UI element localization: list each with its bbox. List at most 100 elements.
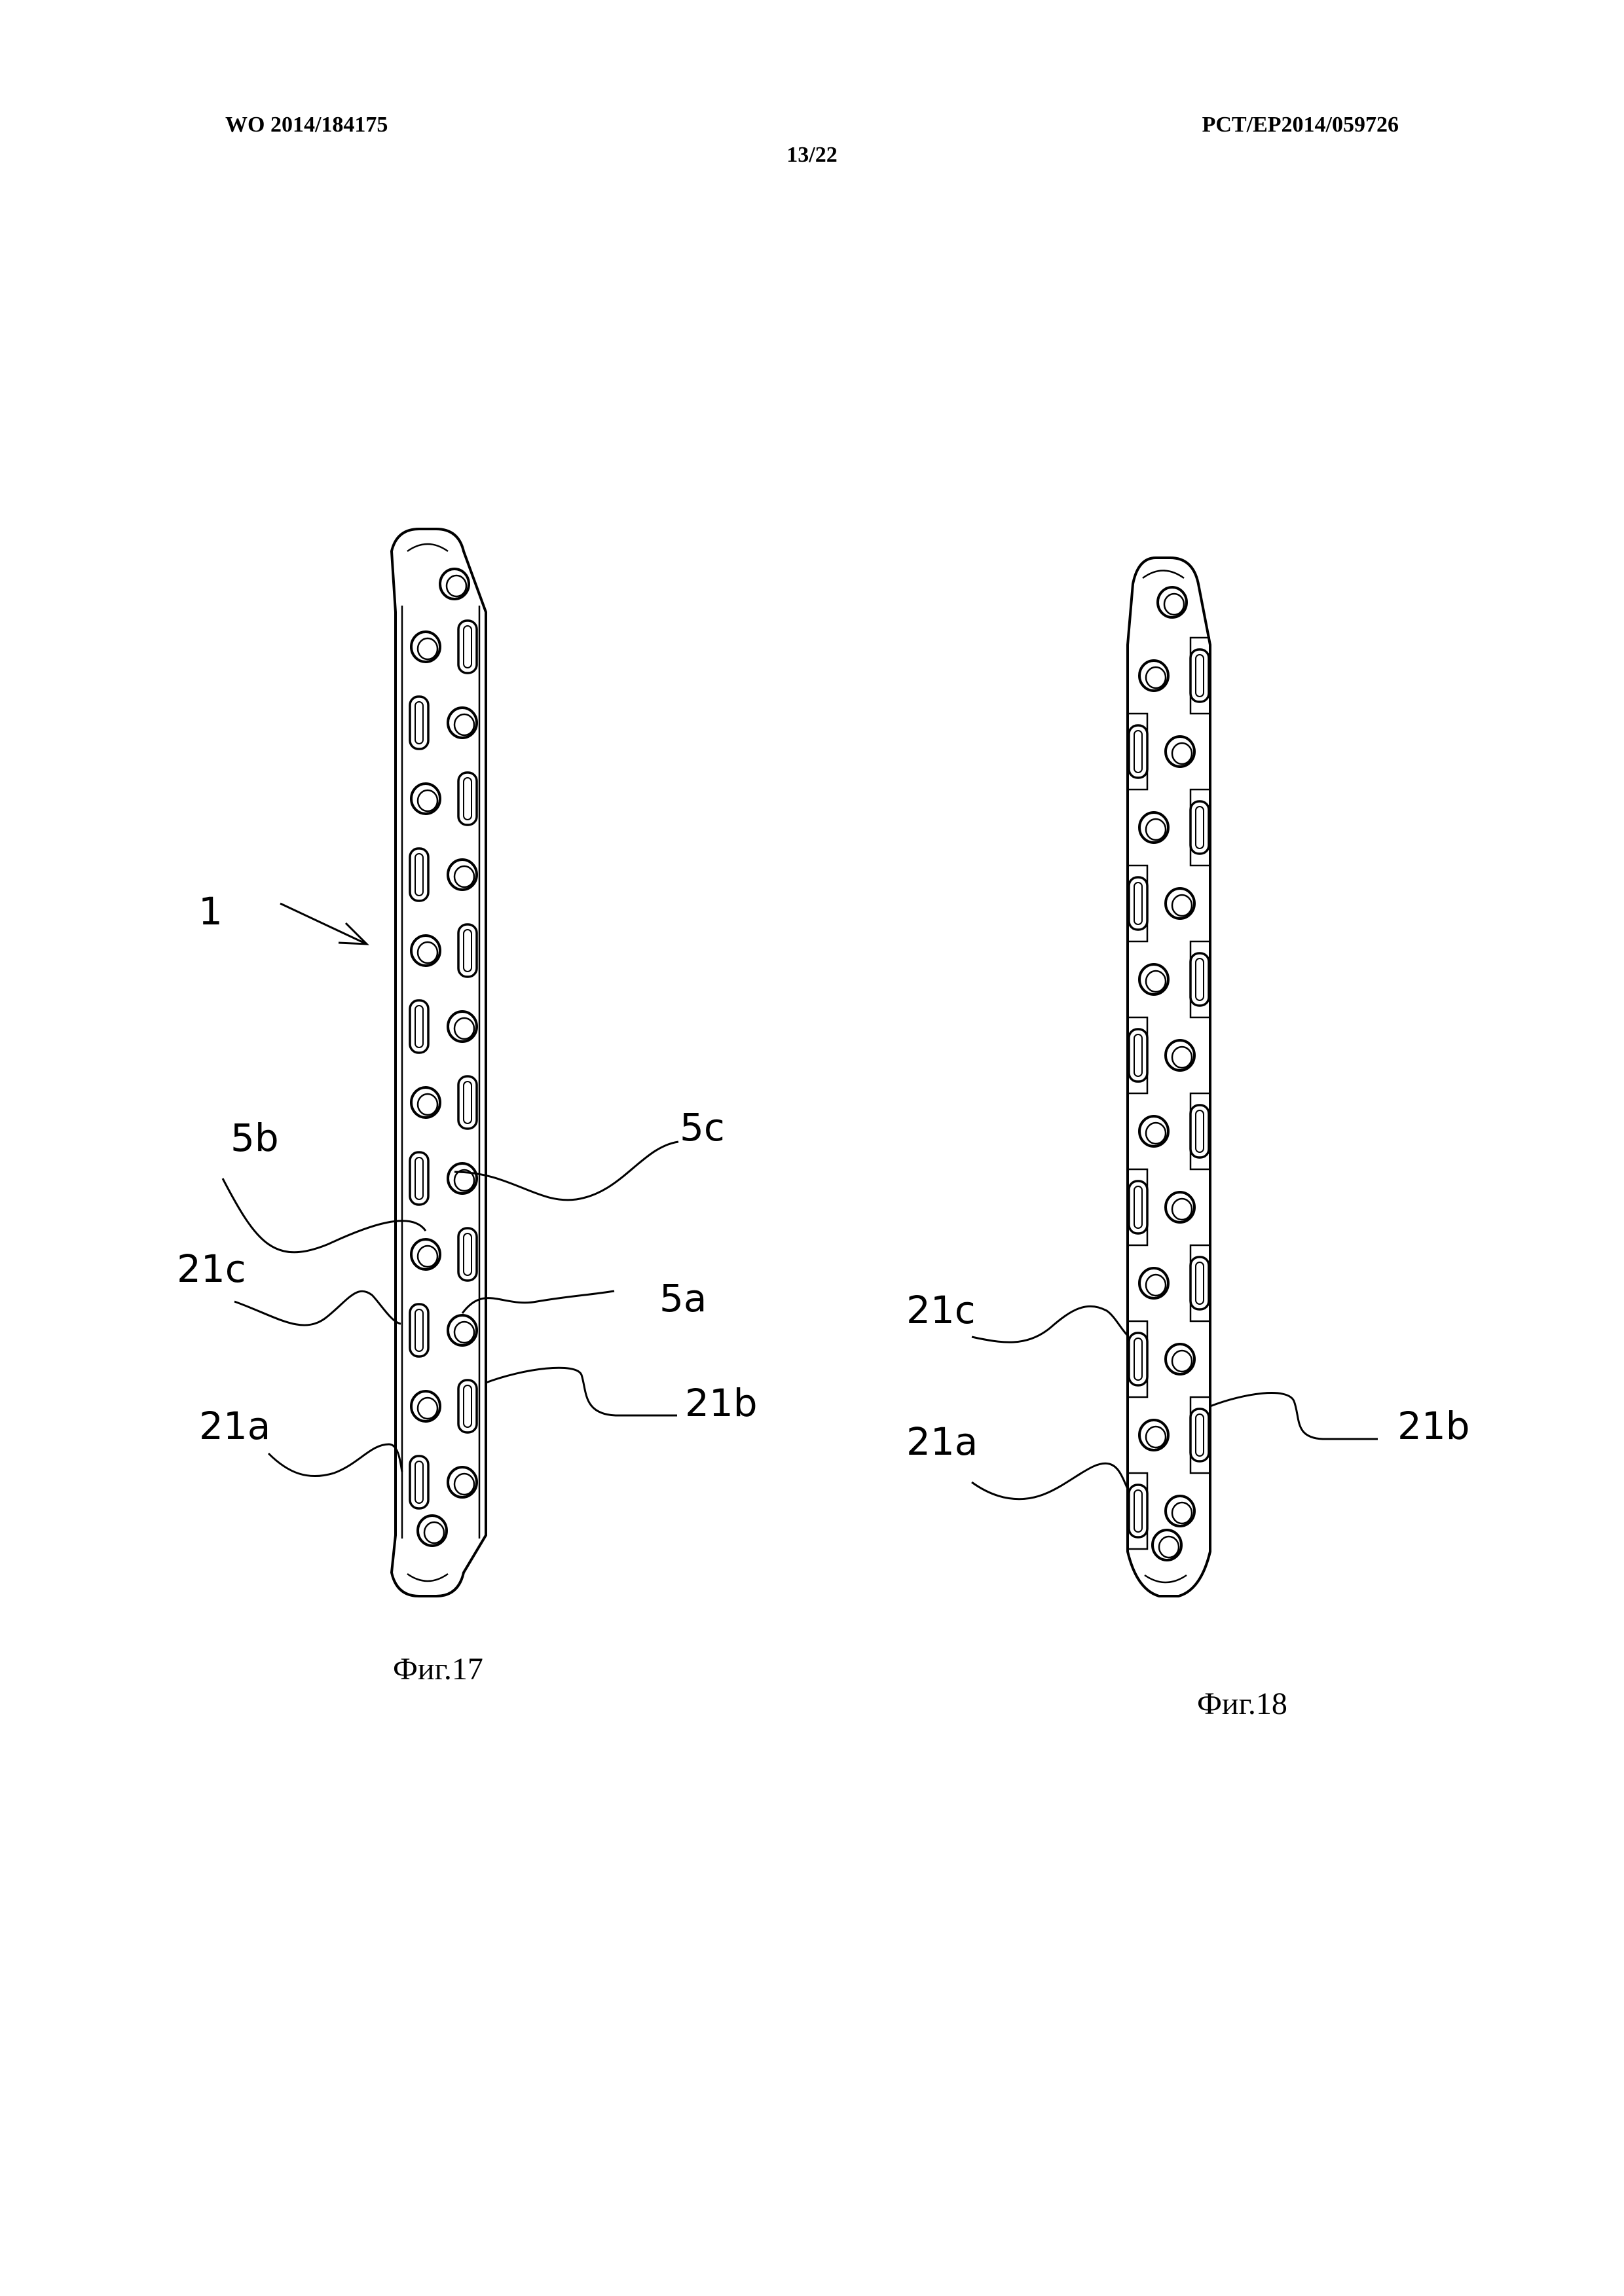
screw-hole-inner bbox=[453, 1017, 475, 1040]
slot bbox=[457, 771, 478, 826]
slot-inner bbox=[1134, 882, 1143, 925]
slot-inner bbox=[1195, 1413, 1204, 1457]
slot-inner bbox=[463, 929, 472, 972]
leader-21a bbox=[971, 1462, 1129, 1501]
screw-hole bbox=[1164, 1343, 1196, 1376]
screw-hole-inner bbox=[1145, 666, 1167, 689]
slot-inner bbox=[415, 853, 424, 896]
ref-label-21c: 21c bbox=[177, 1247, 246, 1291]
ref-label-21b: 21b bbox=[1397, 1404, 1470, 1448]
slot-inner bbox=[463, 1081, 472, 1124]
slot-inner bbox=[1134, 730, 1143, 773]
slot-inner bbox=[1134, 1489, 1143, 1533]
ref-arrow-1 bbox=[280, 902, 367, 945]
slot-inner bbox=[415, 1309, 424, 1352]
slot bbox=[409, 695, 430, 750]
screw-hole-inner bbox=[1145, 1425, 1167, 1449]
screw-hole bbox=[1164, 735, 1196, 768]
slot bbox=[1128, 876, 1149, 931]
slot bbox=[409, 1455, 430, 1510]
slot-inner bbox=[1195, 1262, 1204, 1305]
slot bbox=[457, 1227, 478, 1282]
ref-arrowhead-1 bbox=[338, 922, 369, 945]
screw-hole bbox=[410, 934, 441, 967]
leader-5c bbox=[454, 1140, 679, 1201]
screw-hole-inner bbox=[1145, 1121, 1167, 1145]
figure-18: 21c 21a 21b Фиг.18 bbox=[906, 556, 1470, 1721]
screw-hole bbox=[1164, 1495, 1196, 1527]
slot bbox=[457, 923, 478, 978]
leader-21b bbox=[1209, 1392, 1378, 1440]
screw-hole bbox=[1164, 887, 1196, 920]
screw-hole bbox=[410, 1390, 441, 1423]
slot-inner bbox=[463, 777, 472, 820]
figure-17: 1 5b 5c 21c 5a 21b 21a Фиг.17 bbox=[177, 528, 758, 1686]
slot-inner bbox=[415, 1461, 424, 1504]
screw-hole bbox=[1138, 1115, 1170, 1148]
plate-holes-and-slots bbox=[1128, 586, 1210, 1561]
slot-inner bbox=[415, 1005, 424, 1048]
slot bbox=[1189, 648, 1210, 703]
screw-hole-inner bbox=[416, 1396, 439, 1420]
screw-hole bbox=[1151, 1529, 1183, 1561]
plate-bottom-cap bbox=[407, 1573, 449, 1582]
screw-hole bbox=[410, 782, 441, 815]
leader-5b bbox=[221, 1178, 427, 1254]
ref-label-5c: 5c bbox=[680, 1105, 725, 1150]
screw-hole bbox=[447, 1010, 478, 1043]
slot bbox=[457, 1379, 478, 1434]
screw-hole-inner bbox=[1171, 1349, 1193, 1373]
slot bbox=[1189, 800, 1210, 855]
ref-label-21c: 21c bbox=[906, 1288, 976, 1332]
slot bbox=[1128, 1484, 1149, 1539]
application-number: PCT/EP2014/059726 bbox=[1202, 113, 1399, 137]
leader-21a bbox=[267, 1443, 403, 1478]
slot-inner bbox=[1195, 1110, 1204, 1153]
slot-inner bbox=[415, 1157, 424, 1200]
screw-hole-inner bbox=[1171, 742, 1193, 765]
screw-hole-inner bbox=[1171, 894, 1193, 917]
slot-inner bbox=[463, 1385, 472, 1428]
slot bbox=[1128, 1028, 1149, 1083]
ref-label-5a: 5a bbox=[659, 1276, 707, 1321]
screw-hole bbox=[447, 1466, 478, 1499]
slot bbox=[1128, 1332, 1149, 1387]
screw-hole-inner bbox=[453, 865, 475, 888]
slot bbox=[1189, 952, 1210, 1007]
slot-inner bbox=[1195, 654, 1204, 697]
screw-hole bbox=[416, 1514, 448, 1547]
slot-inner bbox=[463, 1233, 472, 1276]
screw-hole bbox=[410, 630, 441, 663]
screw-hole-inner bbox=[453, 1169, 475, 1192]
slot bbox=[1189, 1104, 1210, 1159]
leader-5a bbox=[461, 1290, 615, 1314]
slot-inner bbox=[1195, 958, 1204, 1001]
plate-bottom-cap bbox=[1144, 1574, 1187, 1584]
screw-hole-inner bbox=[416, 637, 439, 661]
screw-hole-inner bbox=[416, 941, 439, 964]
screw-hole bbox=[1138, 811, 1170, 844]
screw-hole-inner bbox=[1158, 1535, 1180, 1559]
ref-label-21b: 21b bbox=[685, 1381, 758, 1425]
screw-hole bbox=[447, 1314, 478, 1347]
ref-label-5b: 5b bbox=[231, 1116, 279, 1160]
screw-hole-inner bbox=[416, 1245, 439, 1268]
leader-21c bbox=[234, 1290, 401, 1326]
ref-label-1: 1 bbox=[198, 889, 223, 934]
plate-top-cap bbox=[1142, 570, 1185, 579]
leader-21b bbox=[485, 1366, 677, 1417]
screw-hole bbox=[410, 1086, 441, 1119]
slot bbox=[1128, 724, 1149, 779]
screw-hole bbox=[1138, 963, 1170, 996]
screw-hole-inner bbox=[1171, 1046, 1193, 1069]
slot bbox=[1128, 1180, 1149, 1235]
screw-hole-inner bbox=[1145, 818, 1167, 841]
screw-hole bbox=[1156, 586, 1188, 619]
publication-number: WO 2014/184175 bbox=[225, 113, 388, 137]
slot bbox=[457, 1075, 478, 1130]
screw-hole bbox=[1164, 1039, 1196, 1072]
leader-21c bbox=[971, 1305, 1129, 1343]
bone-plate-straight bbox=[390, 528, 487, 1597]
figure-caption-18: Фиг.18 bbox=[1197, 1686, 1287, 1721]
screw-hole-inner bbox=[1171, 1197, 1193, 1221]
